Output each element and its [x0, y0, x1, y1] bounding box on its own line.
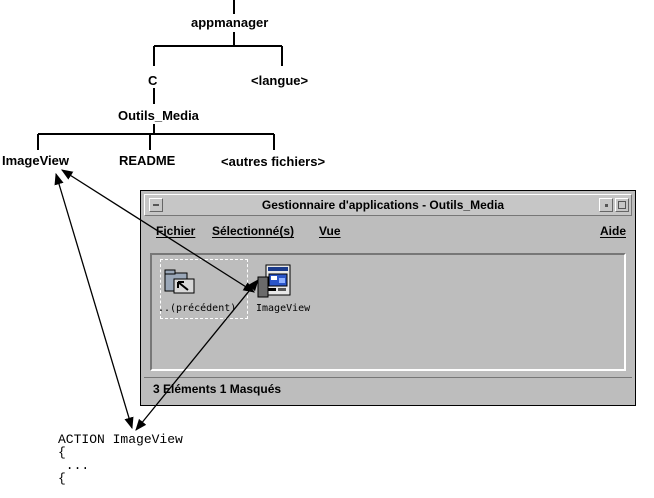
- arrow-code-to-window-icon: [135, 279, 259, 431]
- tree-lang-var-label: <langue>: [251, 73, 309, 88]
- tree-file-imageview-label: ImageView: [2, 153, 69, 168]
- tree-root-label: appmanager: [191, 15, 269, 30]
- tree-lang-c-label: C: [148, 73, 158, 88]
- code-line: {: [58, 471, 66, 486]
- menu-vue[interactable]: Vue: [319, 224, 341, 238]
- code-line: ...: [58, 458, 90, 473]
- maximize-button[interactable]: [615, 198, 629, 212]
- arrow-tree-to-window-icon: [61, 169, 255, 293]
- minimize-button[interactable]: [599, 198, 613, 212]
- window-titlebar[interactable]: Gestionnaire d'applications - Outils_Med…: [144, 194, 632, 216]
- imageview-label[interactable]: ImageView: [256, 303, 311, 314]
- tree-file-others-label: <autres fichiers>: [221, 154, 326, 169]
- imageview-app-icon[interactable]: [256, 263, 296, 299]
- action-code-block: ACTION ImageView{ ...{: [58, 433, 183, 485]
- arrow-tree-to-code: [54, 172, 134, 430]
- tree-group-label: Outils_Media: [118, 108, 199, 123]
- tree-file-readme-label: README: [119, 153, 176, 168]
- window-title: Gestionnaire d'applications - Outils_Med…: [261, 198, 505, 212]
- code-line: ACTION ImageView: [58, 432, 183, 447]
- menu-aide[interactable]: Aide: [599, 224, 626, 238]
- code-line: {: [58, 445, 66, 460]
